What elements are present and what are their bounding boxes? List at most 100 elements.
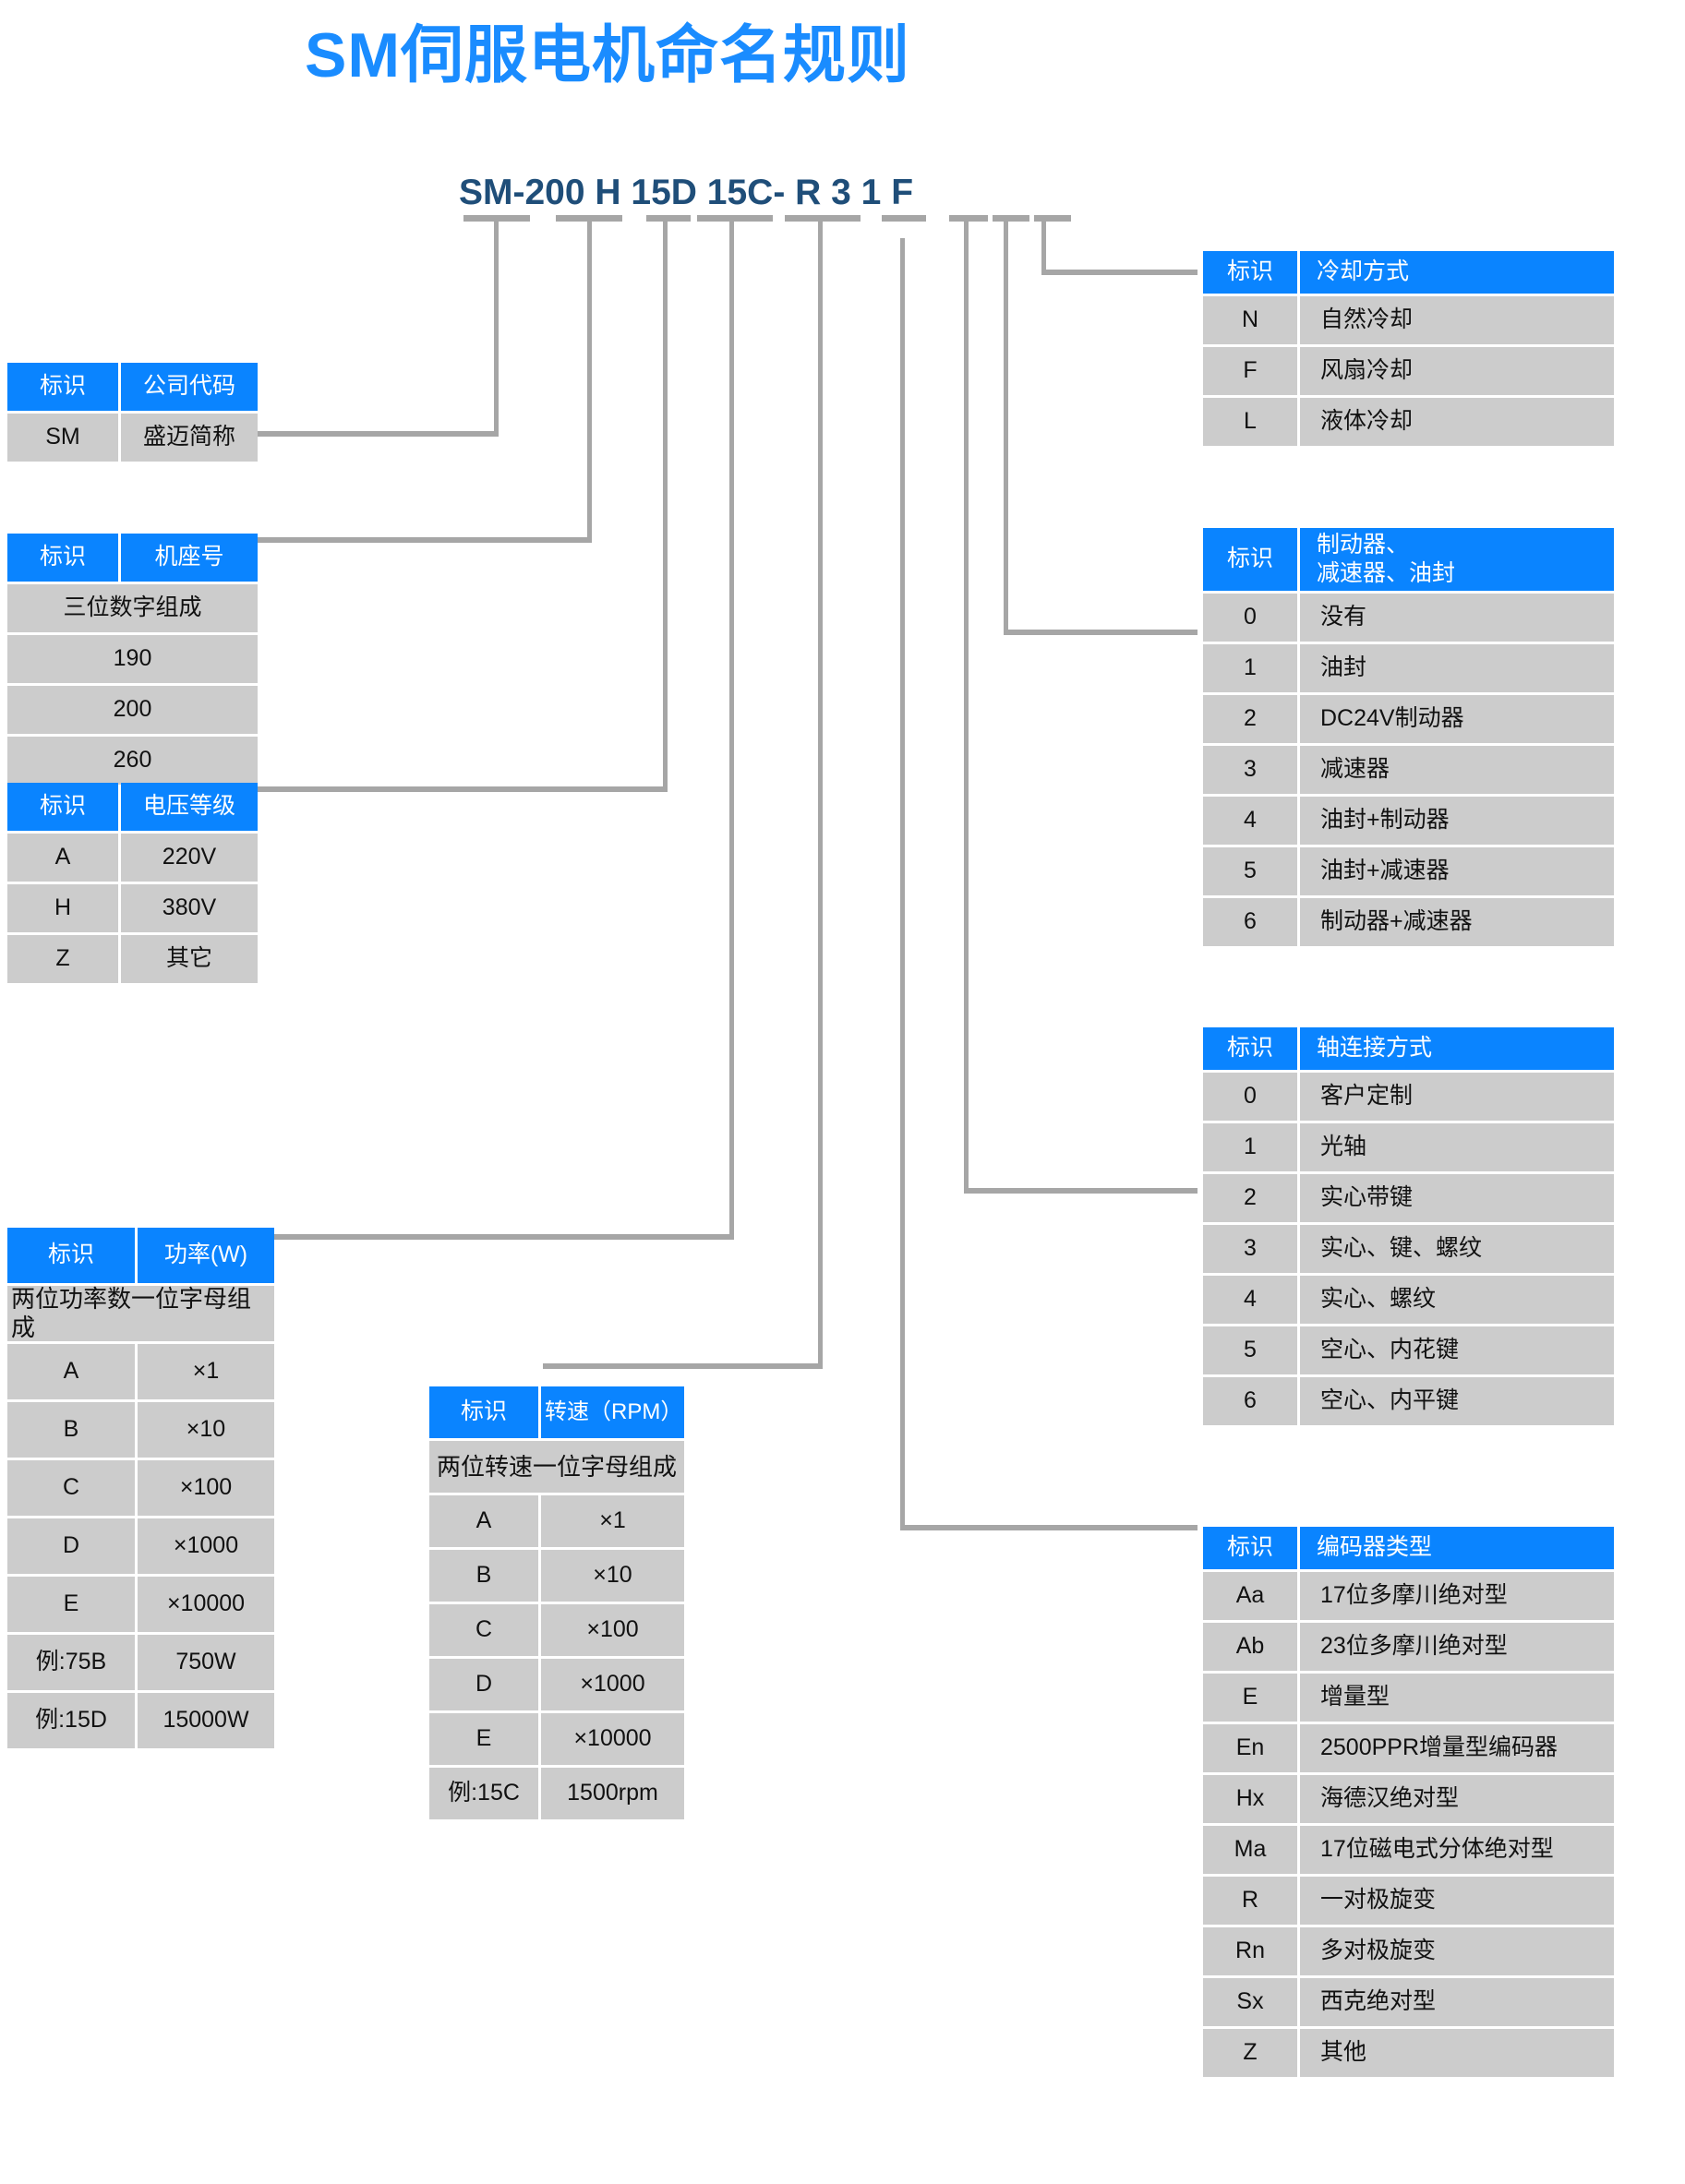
table-row: Hx 海德汉绝对型: [1203, 1775, 1614, 1823]
header-cell-code: 标识: [7, 534, 118, 582]
table-note-row: 两位转速一位字母组成: [429, 1441, 684, 1493]
cell-desc: 客户定制: [1300, 1073, 1614, 1121]
table-header-row: 标识 转速（RPM）: [429, 1386, 684, 1438]
table-speed: 标识 转速（RPM） 两位转速一位字母组成 A ×1 B ×10 C ×100 …: [429, 1386, 684, 1819]
table-frame-number: 标识 机座号 三位数字组成 190 200 260: [7, 534, 258, 785]
cell-desc: 一对极旋变: [1300, 1877, 1614, 1925]
cell-code: 3: [1203, 1225, 1297, 1273]
connector-hline-f: [1041, 270, 1198, 275]
table-header-row: 标识 公司代码: [7, 363, 258, 411]
cell-value: 260: [7, 737, 258, 785]
cell-desc: 17位磁电式分体绝对型: [1300, 1826, 1614, 1874]
cell-code: 2: [1203, 1174, 1297, 1222]
cell-code: R: [1203, 1877, 1297, 1925]
cell-code: E: [429, 1713, 538, 1765]
header-cell-desc: 电压等级: [121, 783, 258, 831]
cell-desc: 没有: [1300, 594, 1614, 642]
cell-code: B: [7, 1402, 135, 1458]
cell-code: Hx: [1203, 1775, 1297, 1823]
table-row: 例:75B 750W: [7, 1635, 274, 1690]
table-power: 标识 功率(W) 两位功率数一位字母组成 A ×1 B ×10 C ×100 D…: [7, 1228, 274, 1748]
table-row: 0 客户定制: [1203, 1073, 1614, 1121]
table-row: 190: [7, 635, 258, 683]
table-row: 5 空心、内花键: [1203, 1326, 1614, 1374]
cell-code: SM: [7, 414, 118, 462]
connector-vline-r: [900, 238, 905, 1530]
table-row: 0 没有: [1203, 594, 1614, 642]
cell-desc: ×10000: [138, 1577, 274, 1632]
header-cell-desc: 轴连接方式: [1300, 1027, 1614, 1070]
cell-desc: 油封+制动器: [1300, 797, 1614, 845]
connector-hline-1: [1004, 630, 1198, 635]
cell-code: Ab: [1203, 1623, 1297, 1671]
table-header-row: 标识 电压等级: [7, 783, 258, 831]
cell-code: E: [7, 1577, 135, 1632]
cell-desc: 海德汉绝对型: [1300, 1775, 1614, 1823]
cell-code: Z: [7, 935, 118, 983]
cell-desc: ×100: [541, 1604, 684, 1656]
cell-code: 0: [1203, 594, 1297, 642]
table-row: Ma 17位磁电式分体绝对型: [1203, 1826, 1614, 1874]
table-row: E ×10000: [429, 1713, 684, 1765]
connector-cap-15d: [697, 215, 773, 222]
table-row: 3 实心、键、螺纹: [1203, 1225, 1614, 1273]
connector-cap-r: [882, 215, 926, 222]
table-note-row: 两位功率数一位字母组成: [7, 1285, 274, 1341]
header-cell-code: 标识: [7, 1228, 135, 1283]
page-title: SM伺服电机命名规则: [305, 20, 911, 90]
cell-desc: 15000W: [138, 1693, 274, 1748]
cell-code: Rn: [1203, 1927, 1297, 1975]
header-cell-code: 标识: [7, 363, 118, 411]
header-cell-desc: 转速（RPM）: [541, 1386, 684, 1438]
table-row: 2 实心带键: [1203, 1174, 1614, 1222]
header-cell-desc: 公司代码: [121, 363, 258, 411]
table-row: F 风扇冷却: [1203, 347, 1614, 395]
cell-code: 例:15C: [429, 1768, 538, 1819]
cell-code: 0: [1203, 1073, 1297, 1121]
cell-code: L: [1203, 398, 1297, 446]
connector-vline-200: [587, 215, 592, 543]
table-header-row: 标识 冷却方式: [1203, 251, 1614, 294]
cell-code: 4: [1203, 797, 1297, 845]
cell-code: H: [7, 884, 118, 932]
cell-note: 两位功率数一位字母组成: [7, 1285, 274, 1341]
cell-code: 6: [1203, 898, 1297, 946]
table-row: Aa 17位多摩川绝对型: [1203, 1572, 1614, 1620]
cell-code: 3: [1203, 746, 1297, 794]
cell-code: 6: [1203, 1377, 1297, 1425]
cell-code: Aa: [1203, 1572, 1297, 1620]
cell-code: En: [1203, 1724, 1297, 1772]
connector-hline-15c: [543, 1363, 823, 1369]
table-row: En 2500PPR增量型编码器: [1203, 1724, 1614, 1772]
connector-vline-f: [1041, 215, 1046, 275]
cell-desc: 油封: [1300, 644, 1614, 692]
cell-code: 例:75B: [7, 1635, 135, 1690]
cell-code: Ma: [1203, 1826, 1297, 1874]
cell-code: F: [1203, 347, 1297, 395]
cell-desc: 实心带键: [1300, 1174, 1614, 1222]
table-header-row: 标识 机座号: [7, 534, 258, 582]
cell-code: Z: [1203, 2029, 1297, 2077]
header-cell-code: 标识: [1203, 1527, 1297, 1569]
header-cell-code: 标识: [429, 1386, 538, 1438]
cell-code: E: [1203, 1674, 1297, 1722]
cell-value: 190: [7, 635, 258, 683]
connector-cap-15c: [785, 215, 861, 222]
cell-desc: ×100: [138, 1460, 274, 1516]
table-row: N 自然冷却: [1203, 296, 1614, 344]
table-row: 1 光轴: [1203, 1123, 1614, 1171]
cell-desc: ×10000: [541, 1713, 684, 1765]
table-row: Ab 23位多摩川绝对型: [1203, 1623, 1614, 1671]
table-row: 1 油封: [1203, 644, 1614, 692]
header-cell-desc: 编码器类型: [1300, 1527, 1614, 1569]
table-cooling: 标识 冷却方式 N 自然冷却 F 风扇冷却 L 液体冷却: [1203, 251, 1614, 446]
cell-code: A: [429, 1495, 538, 1547]
cell-code: A: [7, 834, 118, 882]
table-row: Z 其他: [1203, 2029, 1614, 2077]
cell-desc: 其他: [1300, 2029, 1614, 2077]
cell-code: 5: [1203, 1326, 1297, 1374]
connector-hline-h: [251, 786, 668, 792]
cell-code: Sx: [1203, 1978, 1297, 2026]
table-row: Z 其它: [7, 935, 258, 983]
